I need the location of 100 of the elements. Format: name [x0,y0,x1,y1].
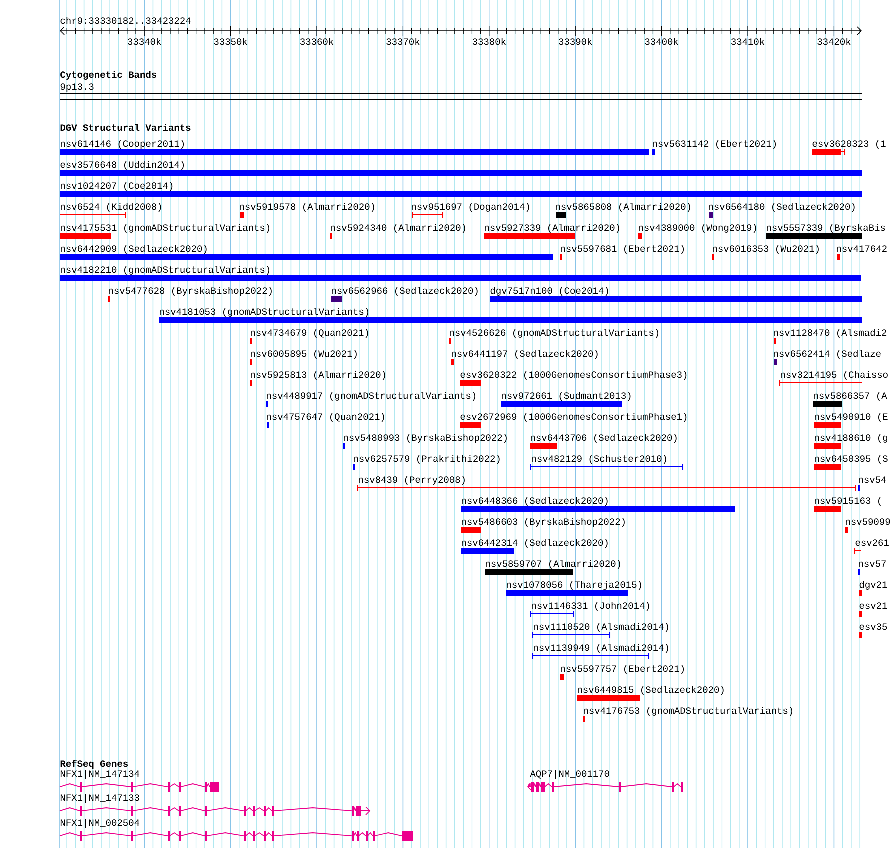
node-label: nsv6257579 (Prakrithi2022) [354,455,500,464]
variant-feature: esv261 [854,540,889,554]
node-label: nsv57 [859,560,886,568]
variant-feature: nsv1110520 (Alsmadi2014) [532,623,668,638]
node-label: nsv5865808 (Almarri2020) [556,203,690,212]
variant-feature: nsv5865808 (Almarri2020) [556,203,690,218]
node-label: nsv5557339 (ByrskaBis [767,224,886,233]
node-label: nsv1024207 (Coe2014) [61,182,173,191]
variant-feature: nsv57 [858,560,886,575]
variant-feature: nsv4181053 (gnomADStructuralVariants) [159,308,862,323]
variant-feature: esv2672969 (1000GenomesConsortiumPhase1) [460,413,687,428]
node-label: nsv5924340 (Almarri2020) [331,224,466,233]
variant-feature: nsv4182210 (gnomADStructuralVariants) [60,266,862,281]
node-label: nsv6443706 (Sedlazeck2020) [531,434,677,443]
variant-feature: nsv6449815 (Sedlazeck2020) [577,686,724,701]
node-label: nsv5486603 (ByrskaBishop2022) [462,518,625,527]
gene-model: NFX1|NM_002504 [60,819,413,841]
node-label: nsv6442314 (Sedlazeck2020) [462,539,608,548]
variant-feature: nsv5924340 (Almarri2020) [330,224,466,239]
variant-feature: nsv6257579 (Prakrithi2022) [353,455,500,470]
variant-feature: nsv6442314 (Sedlazeck2020) [461,539,608,554]
variant-feature: nsv4175531 (gnomADStructuralVariants) [60,224,270,239]
tick-label: 33370k [386,38,420,46]
variant-feature: nsv54 [858,476,886,491]
tick-label: 33390k [559,38,592,46]
node-label: dgv7517n100 (Coe2014) [490,287,608,296]
variant-feature: nsv1078056 (Thareja2015) [506,581,642,596]
node-label: nsv5927339 (Almarri2020) [485,224,620,233]
variant-feature: nsv5927339 (Almarri2020) [484,224,620,239]
variant-feature: nsv5631142 (Ebert2021) [652,140,776,155]
node-label: dgv21 [860,581,888,590]
node-label: nsv5477628 (ByrskaBishop2022) [109,287,272,296]
variant-feature: nsv4757647 (Quan2021) [267,413,384,428]
variant-feature: nsv6562966 (Sedlazeck2020) [331,287,478,302]
node-label: esv3620322 (1000GenomesConsortiumPhase3) [460,371,687,380]
variant-feature: nsv5557339 (ByrskaBis [766,224,886,239]
track-heading: Cytogenetic Bands [60,71,157,80]
variant-feature: nsv4176753 (gnomADStructuralVariants) [583,707,793,722]
variant-feature: nsv1128470 (Alsmadi2 [774,329,887,344]
node-label: nsv5490910 (E [815,413,888,422]
variant-feature: nsv972661 (Sudmant2013) [501,392,631,407]
variant-feature: nsv5597681 (Ebert2021) [560,245,684,260]
node-label: nsv5631142 (Ebert2021) [653,140,776,149]
node-label: nsv1078056 (Thareja2015) [507,581,642,590]
variant-feature: esv35 [859,624,888,638]
node-label: nsv4182210 (gnomADStructuralVariants) [61,266,270,275]
node-label: nsv6441197 (Sedlazeck2020) [452,350,598,359]
variant-feature: nsv3214195 (Chaisso [780,371,888,386]
variant-feature: nsv4389000 (Wong2019) [638,224,756,239]
node-label: nsv6564180 (Sedlazeck2020) [709,203,855,212]
variant-feature: nsv8439 (Perry2008) [358,476,857,492]
tick-label: 33420k [818,38,851,46]
node-label: nsv4489917 (gnomADStructuralVariants) [267,392,476,401]
node-label: nsv6016353 (Wu2021) [713,245,819,254]
node-label: nsv54 [859,476,886,484]
node-label: nsv5597757 (Ebert2021) [561,665,684,674]
variant-feature: nsv4489917 (gnomADStructuralVariants) [266,392,476,407]
node-label: NFX1|NM_002504 [60,819,140,828]
variant-feature: dgv7517n100 (Coe2014) [490,287,862,302]
tick-label: 33340k [128,38,162,46]
variant-feature: esv3620323 (1 [812,140,886,156]
node-label: nsv4175531 (gnomADStructuralVariants) [61,224,270,233]
gene-model: AQP7|NM_001170 [527,770,683,792]
variant-feature: nsv614146 (Cooper2011) [60,140,649,155]
band-label: 9p13.3 [60,84,94,92]
node-label: nsv5925813 (Almarri2020) [251,371,386,380]
variant-feature: nsv4526626 (gnomADStructuralVariants) [449,329,659,344]
variant-feature: nsv951697 (Dogan2014) [412,203,530,218]
node-label: NFX1|NM_147133 [60,794,140,803]
variant-feature: nsv6441197 (Sedlazeck2020) [451,350,598,365]
variant-feature: nsv6564180 (Sedlazeck2020) [709,203,855,218]
variant-feature: nsv5477628 (ByrskaBishop2022) [108,287,272,302]
variant-feature: nsv5866357 (A [813,392,888,407]
node-label: nsv4757647 (Quan2021) [267,413,384,422]
node-label: esv2672969 (1000GenomesConsortiumPhase1) [460,413,687,422]
variant-feature: nsv1024207 (Coe2014) [60,182,862,197]
gene-model: NFX1|NM_147134 [60,770,219,792]
node-label: nsv4181053 (gnomADStructuralVariants) [160,308,369,317]
node-label: AQP7|NM_001170 [530,770,610,779]
node-label: nsv5597681 (Ebert2021) [561,245,684,254]
tick-label: 33380k [472,38,506,46]
node-label: nsv4176753 (gnomADStructuralVariants) [584,707,793,716]
variant-feature: nsv4734679 (Quan2021) [250,329,368,344]
node-label: nsv614146 (Cooper2011) [61,140,184,149]
tick-label: 33350k [214,38,248,46]
variant-feature: nsv5919578 (Almarri2020) [240,203,374,218]
node-label: nsv4188610 (g [815,434,888,443]
variant-feature: nsv6524 (Kidd2008) [60,203,162,218]
node-label: nsv5866357 (A [814,392,888,401]
tick-label: 33360k [300,38,334,46]
node-label: nsv4734679 (Quan2021) [251,329,368,338]
node-label: nsv5915163 ( [815,497,882,506]
variant-feature: esv3620322 (1000GenomesConsortiumPhase3) [460,371,687,386]
variant-feature: nsv5597757 (Ebert2021) [560,665,684,680]
variant-feature: nsv6562414 (Sedlaze [774,350,881,365]
variant-feature: nsv5480993 (ByrskaBishop2022) [343,434,507,449]
variant-feature: nsv5486603 (ByrskaBishop2022) [461,518,625,533]
variant-feature: nsv6443706 (Sedlazeck2020) [530,434,677,449]
node-label: nsv5480993 (ByrskaBishop2022) [344,434,507,443]
node-label: nsv972661 (Sudmant2013) [502,392,631,401]
